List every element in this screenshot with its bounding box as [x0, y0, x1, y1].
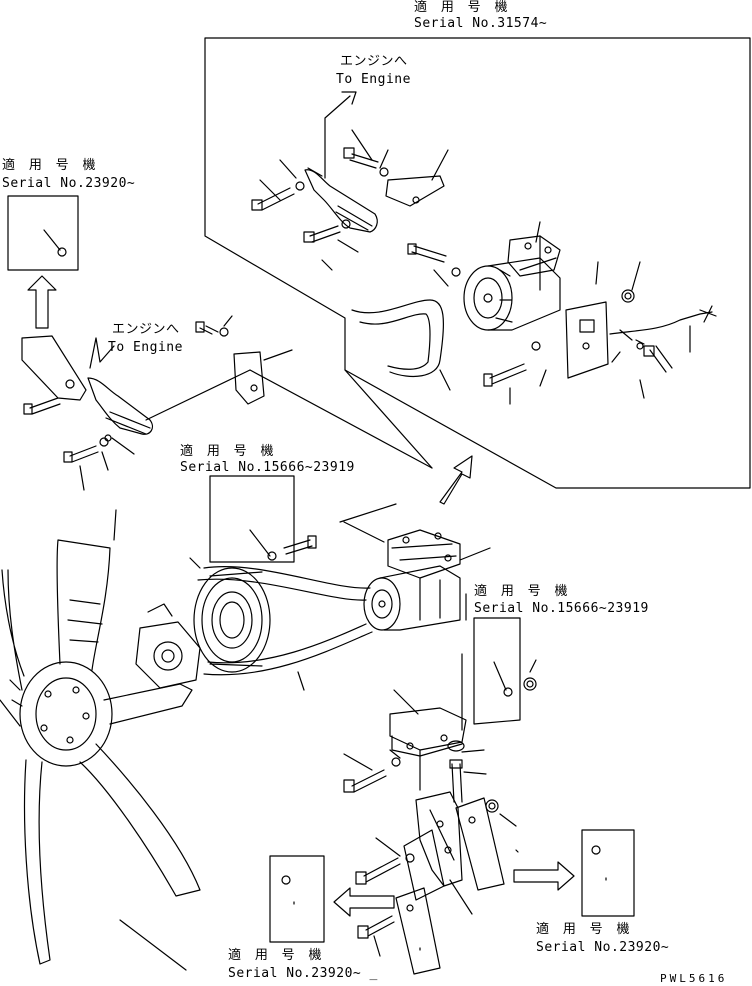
bolt-lower-3	[358, 916, 394, 956]
compressor-main	[340, 504, 490, 630]
crank-pulley	[194, 568, 270, 672]
compressor-top	[464, 236, 560, 330]
bracket-small-left	[234, 352, 264, 404]
serial-label-15666-mid: Serial No.15666~23919	[180, 460, 355, 475]
inset-box-bottom-left	[270, 856, 324, 942]
arrow-right-bottom	[514, 862, 574, 890]
serial-label-15666-right: Serial No.15666~23919	[474, 601, 649, 616]
to-engine-label-top: To Engine	[336, 72, 411, 87]
bolt-top-2	[304, 220, 350, 242]
shim-plate-left	[396, 888, 440, 974]
strap-bracket-top	[305, 170, 377, 232]
bolt-lower-2	[356, 838, 414, 884]
strap-bracket-left	[88, 378, 152, 434]
bolt-left-2	[64, 438, 108, 462]
serial-label-23920-bottom-right: Serial No.23920~	[536, 940, 670, 955]
drawing-code: PWL5616	[660, 972, 728, 985]
serial-label-31574: Serial No.31574~	[414, 16, 548, 31]
lower-bracket-main	[404, 792, 472, 914]
applicable-label-bottom-left: 適 用 号 機	[228, 948, 325, 963]
cooling-fan	[0, 510, 200, 970]
right-inset-box-15666	[474, 618, 536, 724]
applicable-label-mid: 適 用 号 機	[180, 444, 277, 459]
inset-to-compressor-leader	[345, 370, 432, 468]
bolt-mid	[284, 536, 316, 554]
belt-main	[198, 567, 372, 675]
to-engine-arrow-left	[90, 338, 114, 368]
wire-top	[610, 312, 712, 334]
bolt-top-4	[408, 244, 460, 276]
inset-frame-serial-31574	[205, 38, 750, 488]
inset-box-bottom-right	[582, 830, 634, 916]
bolt-top-1	[252, 182, 304, 210]
arrow-to-inset	[440, 456, 472, 504]
bolt-top-5	[484, 342, 540, 386]
arrow-left-bottom	[334, 888, 394, 916]
belt-top	[352, 300, 443, 376]
lower-plate-bracket	[390, 690, 466, 790]
engine-label-left-jp: エンジンへ	[112, 322, 180, 337]
up-arrow-left	[28, 276, 56, 328]
fan-spacer	[136, 604, 200, 688]
bolt-vertical	[450, 750, 486, 802]
applicable-label-left: 適 用 号 機	[2, 158, 99, 173]
applicable-label-top: 適 用 号 機	[414, 0, 511, 15]
bolt-left-1	[24, 398, 60, 414]
serial-label-23920-top: Serial No.23920~	[2, 176, 136, 191]
bracket-top-right	[566, 302, 608, 378]
engine-label-top-jp: エンジンへ	[340, 54, 408, 69]
to-engine-arrow-top	[325, 92, 356, 178]
left-inset-box-23920	[8, 196, 78, 270]
plate-bracket-top	[386, 176, 444, 206]
inset-parts	[252, 92, 716, 404]
applicable-label-bottom-right: 適 用 号 機	[536, 922, 633, 937]
bolt-top-6	[644, 346, 672, 372]
bolt-lower-1	[344, 750, 400, 792]
left-bracket-assembly	[22, 316, 432, 490]
applicable-label-right: 適 用 号 機	[474, 584, 571, 599]
shim-plate-right	[456, 798, 518, 890]
mid-inset-box-15666	[210, 476, 316, 562]
serial-label-23920-bottom-left: Serial No.23920~ _	[228, 966, 378, 981]
bolt-top-3	[344, 148, 388, 176]
to-engine-label-left: To Engine	[108, 340, 183, 355]
